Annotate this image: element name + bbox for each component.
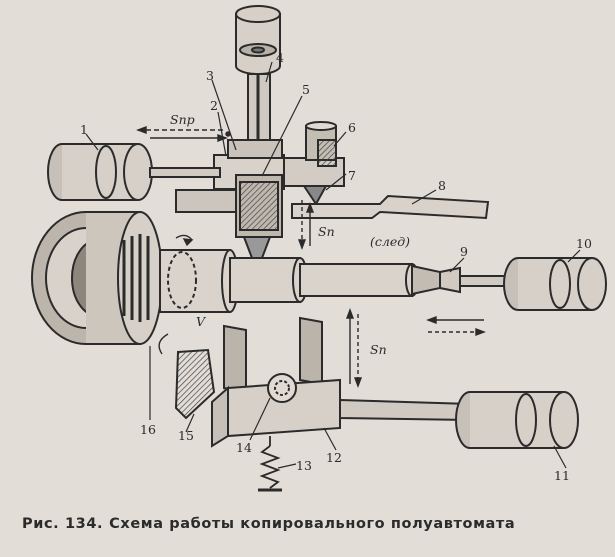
workpiece-shaft [159, 249, 441, 313]
leader-lines [85, 61, 581, 469]
label-1: 1 [80, 122, 88, 137]
spindle-chuck-16 [31, 211, 163, 345]
cylinder-1 [47, 143, 221, 201]
label-11: 11 [554, 468, 570, 483]
label-14: 14 [236, 440, 252, 455]
feed-cross-lower-label: Sп [370, 342, 387, 357]
motion-annotations: Sпр Sп Sп (след) V [170, 112, 410, 357]
lower-tool-holder [174, 316, 471, 448]
motion-arrows [136, 125, 486, 388]
label-13: 13 [296, 458, 312, 473]
cutting-speed-label: V [196, 314, 207, 329]
label-3: 3 [206, 68, 214, 83]
caption-number: Рис. 134. [22, 516, 104, 532]
vertical-cylinder-4 [235, 5, 281, 155]
label-8: 8 [438, 178, 446, 193]
cylinder-10 [503, 257, 607, 311]
label-10: 10 [576, 236, 592, 251]
tracer-and-template [283, 121, 490, 220]
caption-text: Схема работы копировального полуавтомата [109, 516, 516, 532]
label-16: 16 [140, 422, 156, 437]
figure-caption: Рис. 134. Схема работы копировального пол… [22, 516, 612, 532]
feed-cross-upper-label: Sп [318, 224, 335, 239]
copying-lathe-diagram: 1 2 3 4 5 6 7 8 9 10 11 12 13 14 15 16 S… [31, 5, 607, 492]
trace-label: (след) [370, 234, 410, 249]
label-2: 2 [210, 98, 218, 113]
part-number-labels: 1 2 3 4 5 6 7 8 9 10 11 12 13 14 15 16 [80, 50, 592, 483]
copying-carriage [175, 139, 285, 259]
label-7: 7 [348, 168, 356, 183]
label-6: 6 [348, 120, 356, 135]
cylinder-11 [455, 391, 579, 449]
label-9: 9 [460, 244, 468, 259]
label-12: 12 [326, 450, 342, 465]
feed-longitudinal-label: Sпр [170, 112, 195, 127]
spring-13 [258, 436, 282, 492]
label-15: 15 [178, 428, 194, 443]
label-4: 4 [276, 50, 284, 65]
label-5: 5 [302, 82, 310, 97]
